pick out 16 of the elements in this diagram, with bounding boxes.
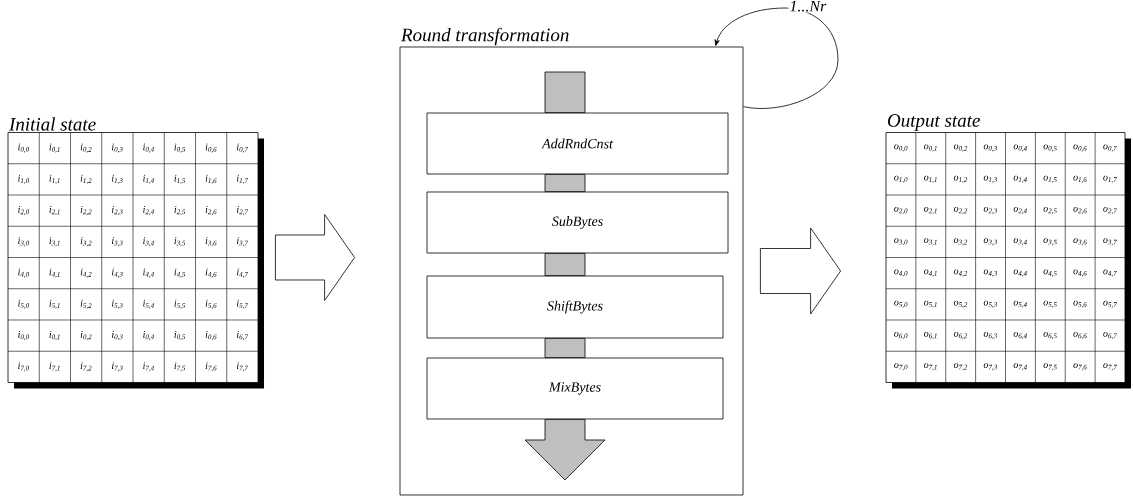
flow-arrow — [524, 419, 606, 481]
grid-title: Initial state — [8, 117, 96, 131]
edge-label: 1...Nr — [788, 0, 828, 13]
block-arrow — [760, 227, 841, 315]
grid-title: Output state — [887, 114, 980, 131]
flow-arrow — [544, 71, 586, 113]
frame-title: Round transformation — [400, 27, 569, 46]
flow-arrow — [544, 338, 586, 358]
block-arrow — [275, 214, 355, 301]
step-box: MixBytes — [426, 357, 724, 420]
step-box: AddRndCnst — [426, 112, 729, 175]
step-box: SubBytes — [426, 191, 729, 254]
flow-arrow — [544, 253, 586, 276]
flow-arrow — [544, 174, 586, 192]
loop-arrow — [714, 7, 839, 109]
step-box: ShiftBytes — [426, 275, 724, 339]
